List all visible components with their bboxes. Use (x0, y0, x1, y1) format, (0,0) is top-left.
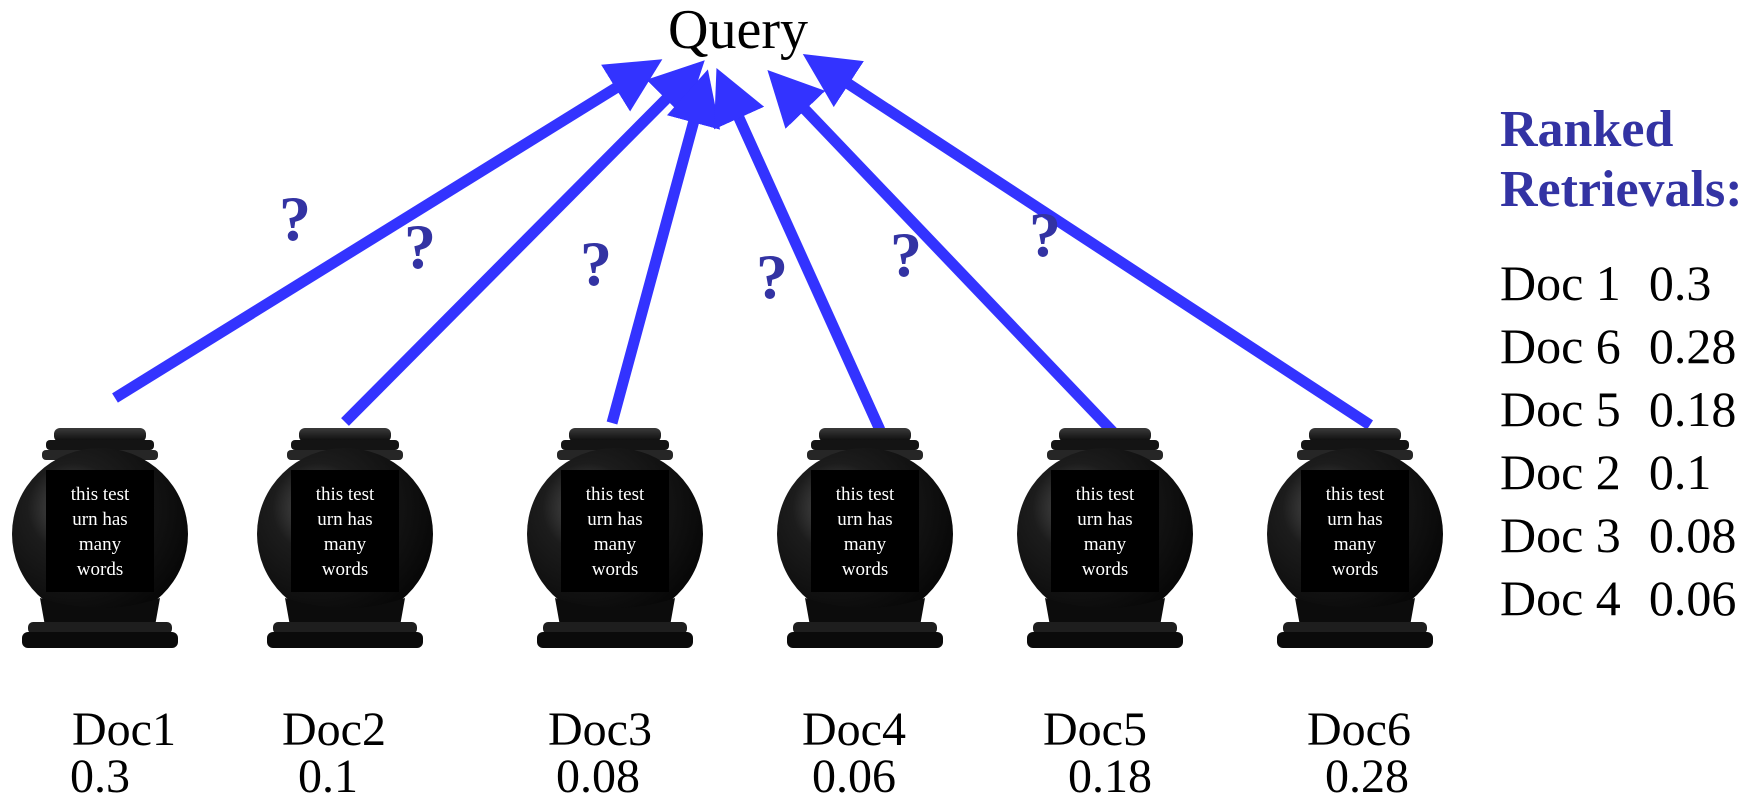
doc-name-4: Doc4 (802, 703, 906, 756)
arrow-doc1 (112, 59, 663, 403)
urn-doc4: this test urn has many words (777, 428, 953, 648)
ranked-title-line-2: Retrievals: (1500, 161, 1743, 218)
urn-text-line: this test (316, 484, 375, 505)
ranked-item: Doc 2 0.1 (1500, 441, 1762, 504)
urn-doc5: this test urn has many words (1017, 428, 1193, 648)
doc-score-3: 0.08 (556, 750, 640, 802)
arrow-doc4 (714, 67, 886, 433)
urn-text-line: many (594, 534, 637, 555)
arrow-doc2 (341, 60, 705, 426)
doc-score-1: 0.3 (70, 750, 130, 802)
urn-text-line: urn has (1077, 509, 1132, 530)
urn-text-line: many (79, 534, 122, 555)
urn-text-line: many (324, 534, 367, 555)
doc-name-5: Doc5 (1043, 703, 1147, 756)
question-mark-3: ? (580, 228, 612, 299)
urn-text-line: this test (836, 484, 895, 505)
ranked-item: Doc 5 0.18 (1500, 378, 1762, 441)
ranked-item-score: 0.28 (1648, 318, 1737, 374)
doc-name-2: Doc2 (282, 703, 386, 756)
ranked-item-score: 0.18 (1648, 381, 1737, 437)
ranked-item: Doc 4 0.06 (1500, 567, 1762, 630)
doc-name-1: Doc1 (72, 703, 176, 756)
ranked-item: Doc 6 0.28 (1500, 315, 1762, 378)
ranked-item-score: 0.1 (1648, 444, 1712, 500)
urn-text-box (811, 470, 919, 592)
urn-text-line: words (1332, 559, 1378, 580)
urn-text-line: many (1334, 534, 1377, 555)
urn-text-box (561, 470, 669, 592)
question-mark-2: ? (404, 211, 436, 282)
ranked-item: Doc 1 0.3 (1500, 252, 1762, 315)
arrow-doc5 (767, 70, 1117, 436)
ranked-item-score: 0.3 (1648, 255, 1712, 311)
urn-doc1: this test urn has many words (12, 428, 188, 648)
urn-text-line: this test (586, 484, 645, 505)
doc-score-2: 0.1 (298, 750, 358, 802)
urn-text-line: words (842, 559, 888, 580)
urn-text-line: many (1084, 534, 1127, 555)
urn-text-line: urn has (72, 509, 127, 530)
arrow-doc6 (802, 53, 1374, 430)
urn-text-box (1051, 470, 1159, 592)
ranked-item-doc: Doc 3 (1500, 507, 1621, 563)
urn-text-line: this test (1076, 484, 1135, 505)
doc-name-3: Doc3 (548, 703, 652, 756)
urn-text-line: words (322, 559, 368, 580)
urn-text-line: urn has (587, 509, 642, 530)
ranked-item-doc: Doc 4 (1500, 570, 1621, 626)
query-label: Query (668, 0, 808, 61)
urn-doc2: this test urn has many words (257, 428, 433, 648)
ranked-item-score: 0.06 (1648, 570, 1737, 626)
doc-score-4: 0.06 (812, 750, 896, 802)
urn-text-line: words (77, 559, 123, 580)
ranked-item: Doc 3 0.08 (1500, 504, 1762, 567)
urn-text-line: this test (1326, 484, 1385, 505)
ranked-item-doc: Doc 1 (1500, 255, 1621, 311)
urn-text-line: words (592, 559, 638, 580)
urn-doc6: this test urn has many words (1267, 428, 1443, 648)
urn-text-line: urn has (1327, 509, 1382, 530)
ranked-title-line-1: Ranked (1500, 101, 1674, 158)
urn-text-box (1301, 470, 1409, 592)
question-marks-group: ?????? (279, 183, 1061, 312)
urn-doc3: this test urn has many words (527, 428, 703, 648)
question-mark-6: ? (1029, 199, 1061, 270)
urn-text-box (46, 470, 154, 592)
question-mark-5: ? (890, 219, 922, 290)
arrow-doc3 (606, 69, 721, 425)
urn-text-line: urn has (317, 509, 372, 530)
ranked-item-score: 0.08 (1648, 507, 1737, 563)
urns-group: this test urn has many words this test urn ha… (12, 428, 1443, 648)
question-mark-4: ? (756, 241, 788, 312)
question-mark-1: ? (279, 183, 311, 254)
doc-name-6: Doc6 (1307, 703, 1411, 756)
doc-score-6: 0.28 (1325, 750, 1409, 802)
ranked-item-doc: Doc 2 (1500, 444, 1621, 500)
doc-score-5: 0.18 (1068, 750, 1152, 802)
ranked-item-doc: Doc 5 (1500, 381, 1621, 437)
ranked-item-doc: Doc 6 (1500, 318, 1621, 374)
arrows-group (112, 53, 1374, 436)
urn-text-line: urn has (837, 509, 892, 530)
urn-text-line: many (844, 534, 887, 555)
urn-text-line: words (1082, 559, 1128, 580)
urn-text-box (291, 470, 399, 592)
urn-text-line: this test (71, 484, 130, 505)
